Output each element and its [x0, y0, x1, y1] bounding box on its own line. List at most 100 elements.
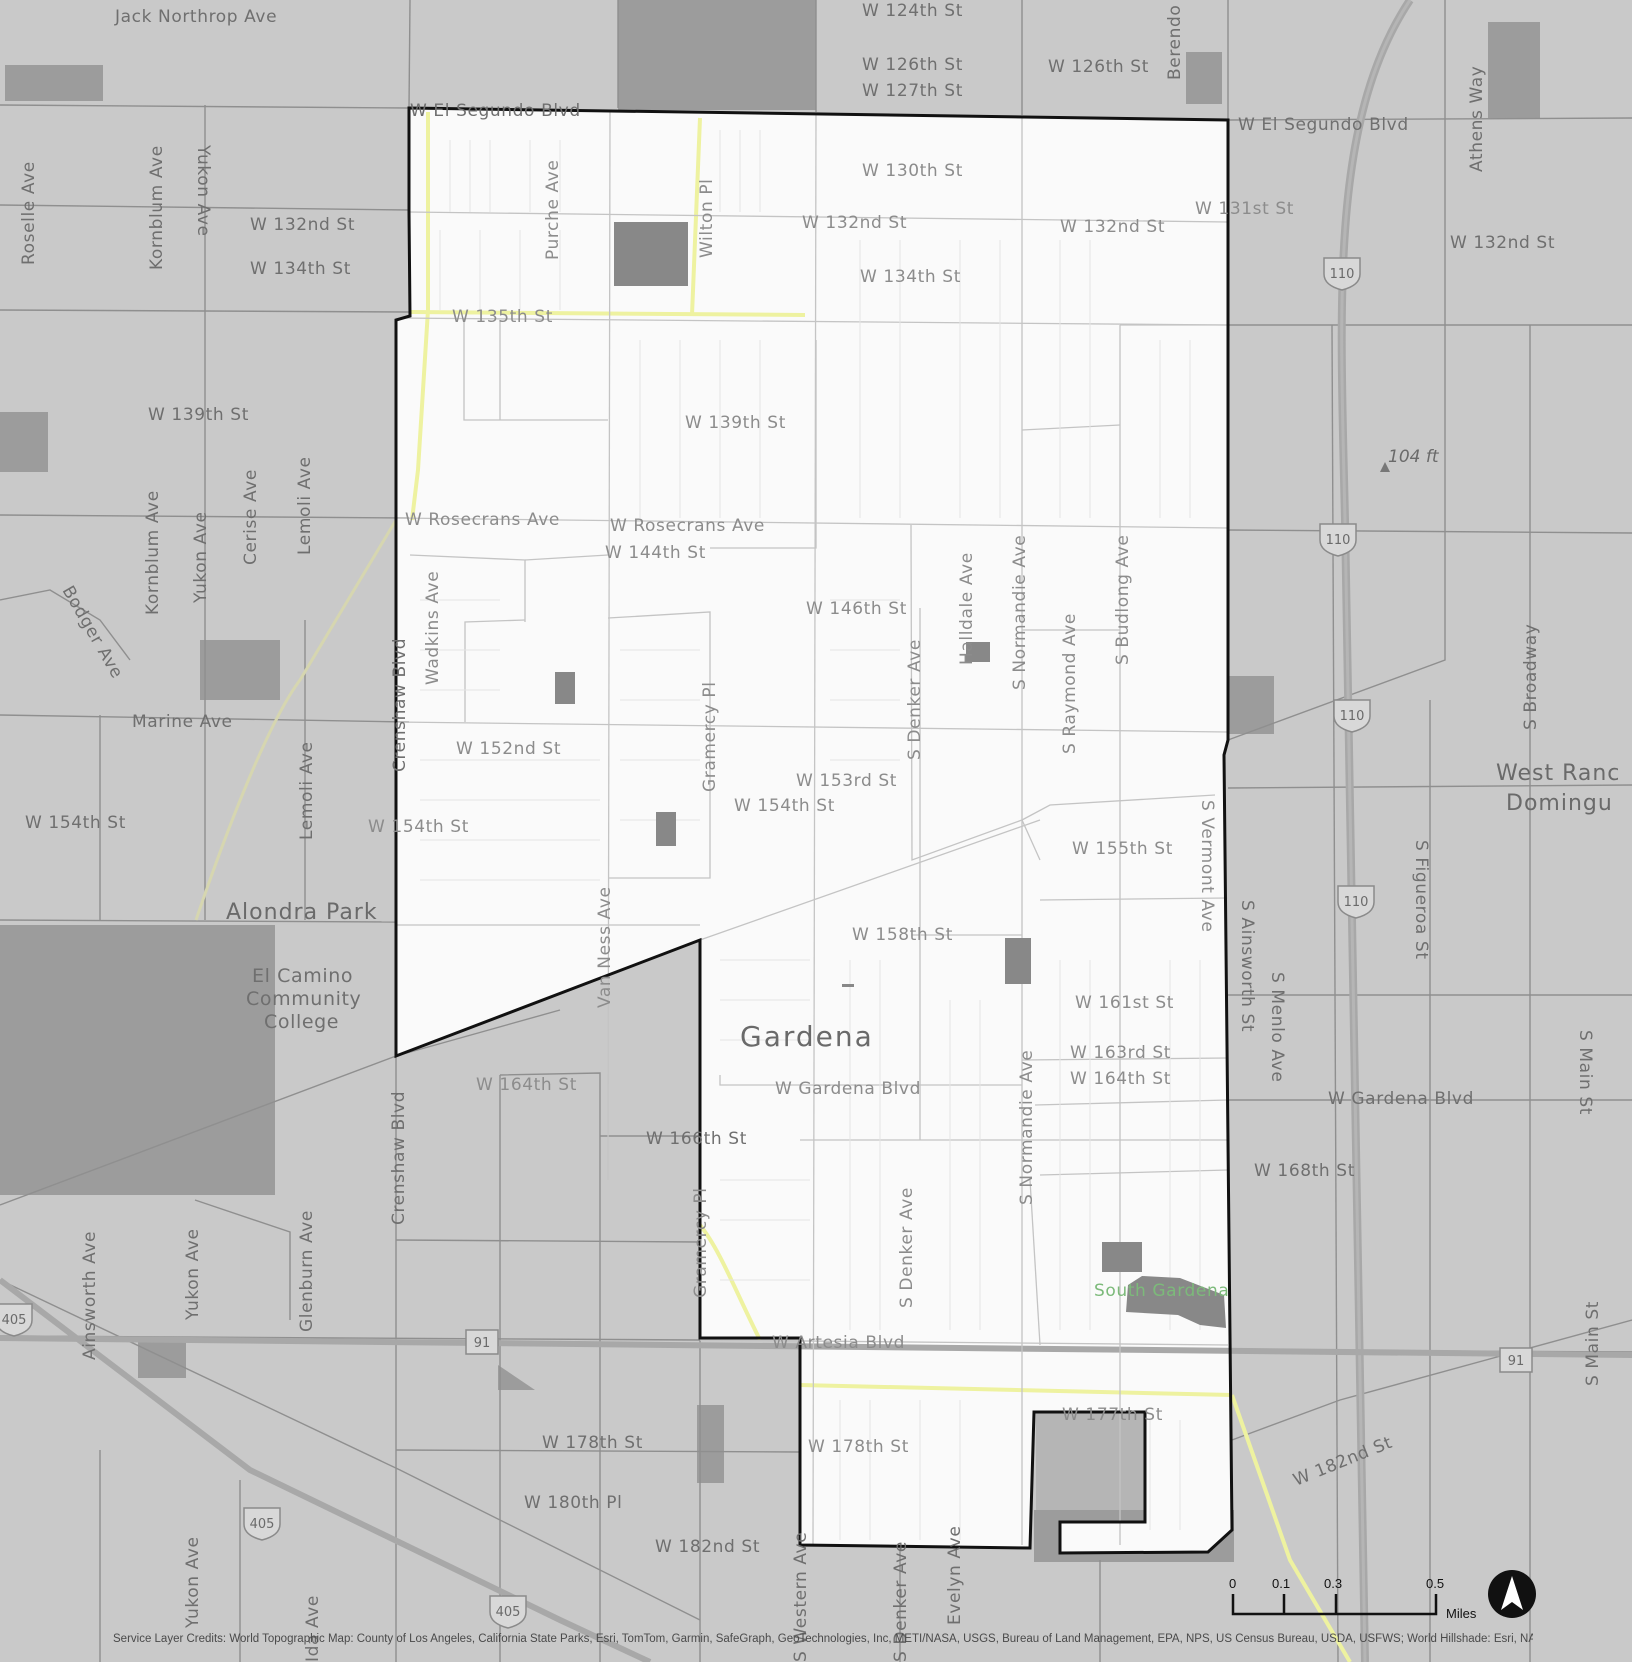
svg-text:110: 110 — [1330, 267, 1355, 282]
street-label: Wadkins Ave — [423, 571, 443, 685]
street-label: W 132nd St — [802, 213, 907, 233]
residential-streets — [420, 130, 1201, 1540]
place-label: Alondra Park — [226, 900, 378, 925]
scale-tick-label: 0.1 — [1272, 1576, 1290, 1591]
street-label: S Vermont Ave — [1197, 800, 1217, 932]
place-label: El Camino — [252, 965, 353, 987]
street-label: W 132nd St — [250, 215, 355, 235]
campus-block — [0, 925, 275, 1195]
highlighted-roads — [409, 112, 1352, 1662]
street-label: W 166th St — [646, 1129, 747, 1149]
street-label: W 168th St — [1254, 1161, 1355, 1181]
building — [966, 642, 990, 662]
street-label: Glenburn Ave — [297, 1210, 317, 1332]
building-block — [5, 65, 103, 101]
city-roads — [395, 111, 1229, 1546]
building-blocks — [0, 0, 1540, 1562]
street-label: Evelyn Ave — [945, 1526, 965, 1625]
city-buildings[interactable] — [555, 222, 1226, 1328]
street-label: Yukon Ave — [191, 511, 211, 604]
street-label: Ainsworth Ave — [80, 1231, 100, 1360]
street-label: Gramercy Pl — [691, 1187, 711, 1298]
building-block — [1488, 22, 1540, 118]
street-label: Lemoli Ave — [297, 741, 317, 840]
street-labels: Jack Northrop Ave W 124th St W 126th St … — [19, 1, 1603, 1662]
street-label: S Broadway — [1521, 624, 1541, 730]
street-label: Gramercy Pl — [700, 681, 720, 792]
street-label: W Artesia Blvd — [772, 1333, 905, 1353]
street-label: W 130th St — [862, 161, 963, 181]
street-label: S Raymond Ave — [1060, 613, 1080, 754]
svg-text:91: 91 — [1508, 1354, 1525, 1369]
building-block — [1186, 52, 1222, 104]
street-label: S Western Ave — [791, 1532, 811, 1662]
street-label: Yukon Ave — [193, 144, 213, 237]
street-label: W Rosecrans Ave — [405, 510, 560, 530]
street-label: Yukon Ave — [183, 1536, 203, 1629]
street-label: W 134th St — [860, 267, 961, 287]
scale-tick-label: 0.3 — [1324, 1576, 1342, 1591]
scale-unit-label: Miles — [1446, 1606, 1477, 1621]
shield-405: 405 — [243, 1507, 281, 1541]
building-block — [697, 1405, 724, 1483]
city-boundary — [394, 106, 1234, 1555]
street-label: W 146th St — [806, 599, 907, 619]
street-label: W 135th St — [452, 307, 553, 327]
building — [1126, 1276, 1226, 1328]
building-block — [200, 640, 280, 700]
street-label: W 155th St — [1072, 839, 1173, 859]
svg-text:110: 110 — [1326, 533, 1351, 548]
building — [656, 812, 676, 846]
street-label: W 126th St — [862, 55, 963, 75]
city-label: Gardena — [740, 1020, 874, 1053]
street-label: Wilton Pl — [697, 178, 717, 258]
street-label: W 132nd St — [1060, 217, 1165, 237]
elevation-label: 104 ft — [1388, 447, 1440, 467]
street-label: W 144th St — [605, 543, 706, 563]
street-label: W 164th St — [476, 1075, 577, 1095]
street-label: S Main St — [1575, 1030, 1595, 1115]
shield-110: 110 — [1333, 699, 1371, 733]
place-label: Domingu — [1506, 791, 1613, 816]
street-label: S Menlo Ave — [1267, 972, 1287, 1082]
street-label: W El Segundo Blvd — [1238, 115, 1409, 135]
shield-110: 110 — [1323, 257, 1361, 291]
street-label: W Gardena Blvd — [775, 1079, 921, 1099]
street-label: W 154th St — [368, 817, 469, 837]
street-label: Kornblum Ave — [147, 145, 167, 270]
street-label: S Denker Ave — [905, 639, 925, 760]
place-label: Community — [246, 988, 361, 1010]
street-label: W 139th St — [685, 413, 786, 433]
street-label: W 152nd St — [456, 739, 561, 759]
scale-bar: 0 0.1 0.3 0.5 Miles — [1229, 1576, 1477, 1621]
place-labels: Gardena Alondra Park El Camino Community… — [226, 447, 1620, 1053]
park-label: South Gardena — [1094, 1281, 1229, 1301]
shield-405: 405 — [0, 1303, 33, 1337]
street-label: W 131st St — [1195, 199, 1294, 219]
street-label: W 139th St — [148, 405, 249, 425]
building-block — [138, 1340, 186, 1378]
freeway-405 — [0, 1277, 652, 1662]
street-label: W 178th St — [542, 1433, 643, 1453]
street-label: Purche Ave — [543, 160, 563, 260]
street-label: W 134th St — [250, 259, 351, 279]
street-label: Kornblum Ave — [143, 490, 163, 615]
street-label: S Normandie Ave — [1010, 535, 1030, 690]
street-label: W 164th St — [1070, 1069, 1171, 1089]
street-label: Cerise Ave — [241, 469, 261, 565]
street-label: Ida Ave — [303, 1595, 323, 1662]
street-label: W 126th St — [1048, 57, 1149, 77]
route-shields: 110 110 110 110 91 91 405 405 — [0, 257, 1533, 1629]
street-label: W 154th St — [734, 796, 835, 816]
street-label: Athens Way — [1467, 66, 1487, 172]
street-label: W Gardena Blvd — [1328, 1089, 1474, 1109]
shield-110: 110 — [1319, 523, 1357, 557]
street-label: Van Ness Ave — [595, 886, 615, 1008]
north-arrow-icon — [1488, 1570, 1536, 1618]
building — [842, 984, 854, 987]
place-label: West Ranc — [1496, 761, 1620, 786]
street-label: W Rosecrans Ave — [610, 516, 765, 536]
building-block — [0, 412, 48, 472]
